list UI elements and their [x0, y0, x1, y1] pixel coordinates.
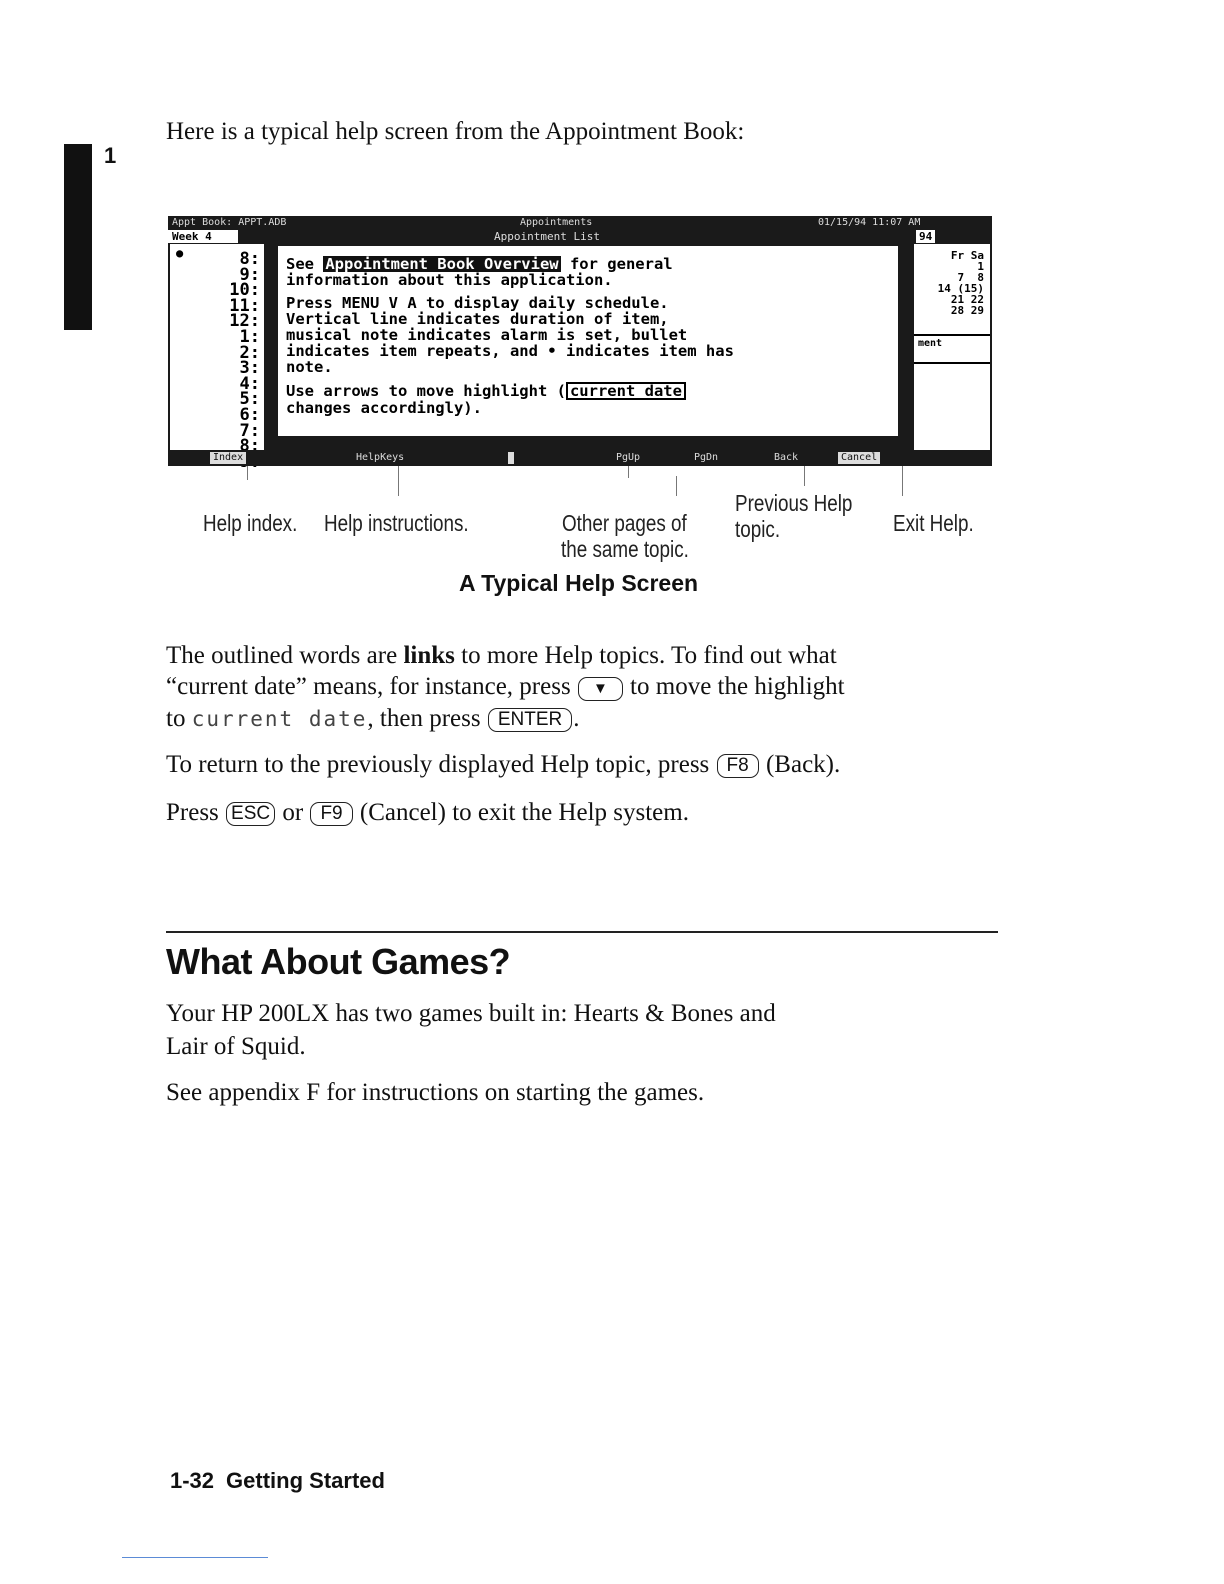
help-line1-pre: See: [286, 255, 324, 273]
help-line1-post: for general: [560, 255, 673, 273]
panel-divider: [914, 334, 990, 336]
calendar-row: 1: [977, 260, 984, 273]
help-text: See Appointment Book Overview for genera…: [286, 256, 734, 416]
hour-label: 6:: [239, 404, 260, 425]
hour-label: 1:: [239, 326, 260, 347]
week-label: Week 4: [168, 230, 238, 243]
page-number: 1-32: [170, 1468, 215, 1493]
function-key-bar: Index HelpKeys PgUp PgDn Back Cancel: [168, 450, 992, 466]
section-p1-line1: Your HP 200LX has two games built in: He…: [166, 1000, 776, 1027]
page-footer: 1-32 Getting Started: [170, 1468, 385, 1494]
body-p1-line1: The outlined words are links to more Hel…: [166, 642, 837, 669]
section-p2: See appendix F for instructions on start…: [166, 1079, 705, 1106]
callout-help-index: Help index.: [203, 510, 298, 536]
callout-other-pages-1: Other pages of: [562, 510, 687, 536]
hour-label: 12:: [229, 311, 260, 332]
screen-title-left: Appt Book: APPT.ADB: [172, 217, 287, 228]
help-screen-figure: Appt Book: APPT.ADB Appointments 01/15/9…: [168, 216, 992, 470]
calendar-row: Fr Sa: [950, 249, 984, 262]
hour-label: 9:: [239, 264, 260, 285]
callout-previous-help-1: Previous Help: [735, 490, 853, 516]
section-p1-line2: Lair of Squid.: [166, 1033, 306, 1060]
callout-exit-help: Exit Help.: [893, 510, 974, 536]
screen-date-time: 01/15/94 11:07 AM: [818, 217, 921, 228]
section-heading: What About Games?: [166, 941, 511, 982]
f9-key: F9: [310, 802, 353, 826]
schedule-panel: ● 8:9:10:11:12:1:2:3:4:5:6:7:8:9:: [170, 244, 264, 470]
callout-leader: [676, 476, 677, 496]
bullet-icon: ●: [176, 246, 184, 260]
help-line8-pre: Use arrows to move highlight (: [286, 382, 566, 400]
callout-leader: [804, 466, 805, 486]
links-word: links: [403, 642, 455, 669]
calendar-row: 28 29: [950, 304, 984, 317]
calendar-row: 21 22: [950, 293, 984, 306]
hour-label: 7:: [239, 420, 260, 441]
help-line6: indicates item repeats, and • indicates …: [286, 342, 734, 360]
screen-subtitle: Appointment List: [494, 230, 600, 243]
help-line2: information about this application.: [286, 271, 613, 289]
chapter-tab-bar: [64, 144, 92, 330]
callout-leader: [247, 466, 248, 480]
intro-text: Here is a typical help screen from the A…: [166, 118, 745, 145]
panel-divider: [914, 362, 990, 364]
body-p1-line2: “current date” means, for instance, pres…: [166, 673, 845, 701]
fkey-helpkeys[interactable]: HelpKeys: [356, 452, 405, 463]
body-p2: To return to the previously displayed He…: [166, 751, 841, 778]
help-line3: Press MENU V A to display daily schedule…: [286, 294, 669, 312]
esc-key: ESC: [226, 802, 276, 826]
body-p3: Press ESC or F9 (Cancel) to exit the Hel…: [166, 799, 689, 826]
figure-caption: A Typical Help Screen: [459, 570, 699, 596]
calendar-row: 14 (15): [937, 282, 984, 295]
footer-section: Getting Started: [226, 1468, 385, 1493]
callout-help-instructions: Help instructions.: [324, 510, 469, 536]
callout-leader: [628, 466, 629, 478]
callout-previous-help-2: topic.: [735, 516, 781, 542]
right-panel-text: ment: [918, 338, 943, 349]
callout-other-pages-2: the same topic.: [561, 536, 689, 562]
chapter-number: 1: [104, 143, 117, 168]
callout-leader: [902, 466, 903, 496]
calendar-row: 7 8: [957, 271, 985, 284]
help-link-current-date[interactable]: current date: [565, 382, 686, 400]
fkey-back[interactable]: Back: [774, 452, 799, 463]
screen-subtitle-bar: Appointment List: [168, 230, 992, 244]
help-line7: note.: [286, 358, 333, 376]
hour-label: 11:: [229, 295, 260, 316]
help-link-overview[interactable]: Appointment Book Overview: [323, 255, 561, 273]
hour-label: 5:: [239, 389, 260, 410]
hour-label: 3:: [239, 358, 260, 379]
enter-key: ENTER: [487, 708, 573, 732]
hour-label: 8:: [239, 249, 260, 269]
hour-label: 4:: [239, 373, 260, 394]
fkey-index[interactable]: Index: [210, 452, 247, 464]
fkey-cancel[interactable]: Cancel: [838, 452, 881, 464]
hour-list: 8:9:10:11:12:1:2:3:4:5:6:7:8:9:: [229, 249, 260, 470]
hour-label: 10:: [229, 280, 260, 301]
help-line4: Vertical line indicates duration of item…: [286, 310, 669, 328]
help-line9: changes accordingly).: [286, 399, 482, 417]
screen-title-center: Appointments: [520, 217, 593, 228]
hour-label: 2:: [239, 342, 260, 363]
f8-key: F8: [716, 754, 759, 778]
section-rule: [166, 931, 998, 933]
help-line5: musical note indicates alarm is set, bul…: [286, 326, 688, 344]
current-date-code: current date: [191, 707, 368, 731]
body-p1-line3: to current date, then press ENTER.: [166, 705, 580, 732]
fkey-pgup[interactable]: PgUp: [616, 452, 641, 463]
fkey-pgdn[interactable]: PgDn: [694, 452, 719, 463]
year-label: 94: [916, 230, 936, 243]
callout-leader: [398, 466, 399, 496]
help-window: See Appointment Book Overview for genera…: [278, 246, 898, 436]
bottom-rule: [122, 1557, 268, 1558]
fkey-blank: [508, 452, 514, 464]
down-arrow-key: ▼: [577, 677, 623, 701]
screen-title-bar: Appt Book: APPT.ADB Appointments 01/15/9…: [168, 216, 992, 230]
